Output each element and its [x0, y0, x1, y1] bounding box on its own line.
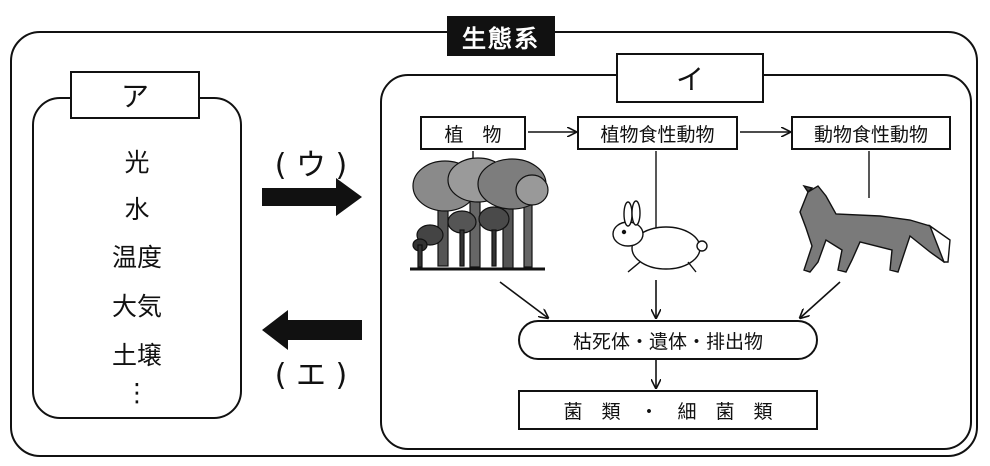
biotic-label: イ — [616, 53, 764, 103]
factor-temperature: 温度 — [111, 243, 162, 272]
factor-ellipsis: ⋮ — [124, 378, 150, 407]
factor-air: 大気 — [111, 292, 162, 321]
factor-water: 水 — [124, 195, 150, 224]
node-carnivores: 動物食性動物 — [791, 116, 951, 150]
arrow-label-u: ( ウ ) — [274, 148, 348, 183]
node-decomposers: 菌 類 ・ 細 菌 類 — [518, 390, 818, 430]
ecosystem-title: 生態系 — [447, 16, 555, 56]
arrow-plant-remains — [499, 281, 548, 318]
arrow-to-environment — [262, 310, 362, 350]
arrow-carnivore-remains — [800, 281, 841, 318]
factor-soil: 土壌 — [111, 341, 162, 370]
factor-light: 光 — [124, 148, 150, 177]
fox-illustration — [799, 184, 951, 273]
rabbit-illustration — [612, 200, 708, 273]
node-plants: 植 物 — [420, 116, 526, 150]
abiotic-label: ア — [70, 71, 200, 119]
arrow-to-community — [262, 178, 362, 216]
forest-illustration — [410, 157, 549, 271]
arrow-label-e: ( エ ) — [274, 358, 348, 393]
node-herbivores: 植物食性動物 — [577, 116, 738, 150]
node-remains: 枯死体・遺体・排出物 — [518, 320, 818, 360]
